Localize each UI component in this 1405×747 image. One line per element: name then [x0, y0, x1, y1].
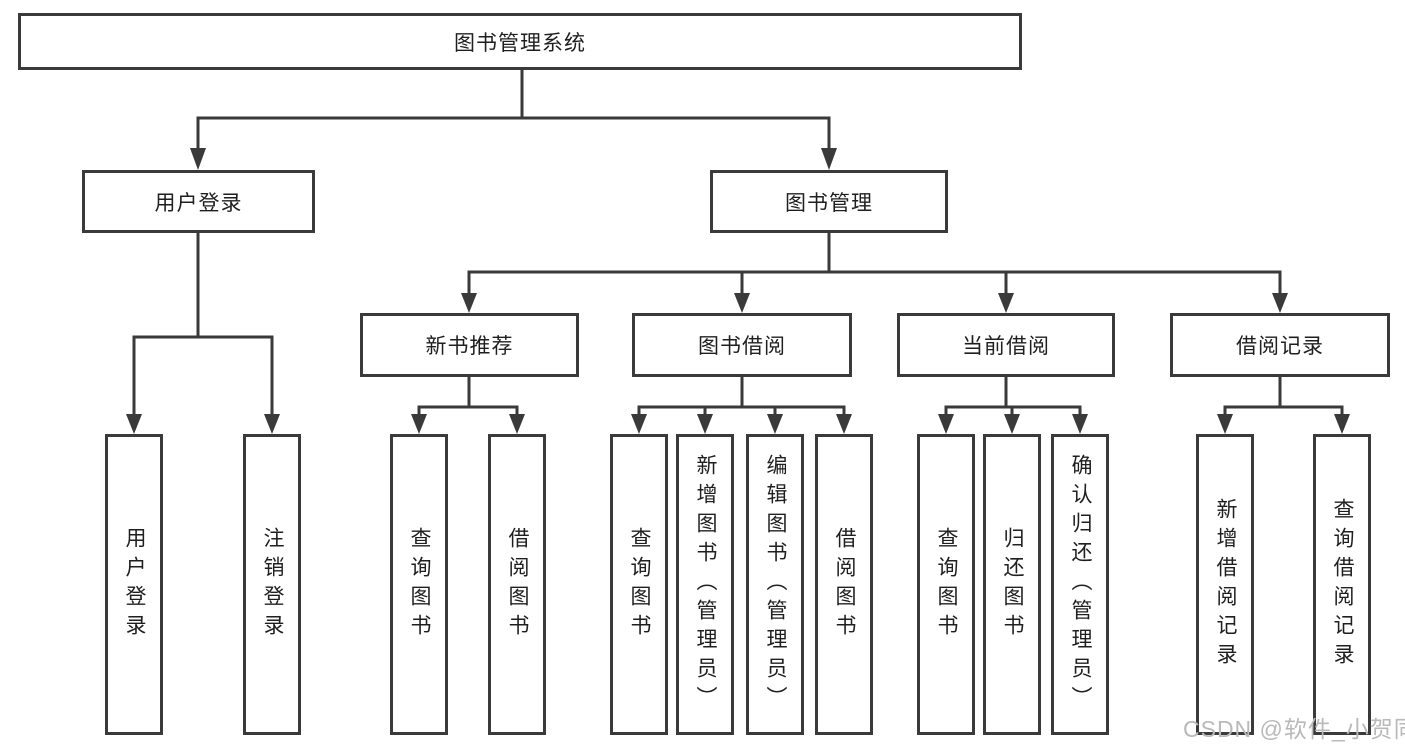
leaf-bb-add-books-admin: 新增图书（管理员） — [676, 434, 734, 735]
leaf-bb-add-books-admin-label: 新增图书（管理员） — [694, 454, 717, 715]
leaf-cb-return-books: 归还图书 — [983, 434, 1041, 735]
leaf-bb-query-books: 查询图书 — [610, 434, 668, 735]
node-book-borrow-label: 图书借阅 — [698, 335, 786, 358]
leaf-br-query-record: 查询借阅记录 — [1313, 434, 1371, 735]
leaf-logout-label: 注销登录 — [261, 526, 284, 643]
leaf-nb-borrow-books-label: 借阅图书 — [506, 526, 529, 643]
node-root: 图书管理系统 — [18, 13, 1022, 70]
leaf-bb-borrow-books-label: 借阅图书 — [833, 526, 856, 643]
connector-borrow-records — [1217, 377, 1350, 434]
leaf-cb-confirm-return-admin: 确认归还（管理员） — [1051, 434, 1109, 735]
connector-book-borrow — [631, 377, 852, 434]
node-book-management: 图书管理 — [710, 170, 948, 233]
node-current-borrow: 当前借阅 — [897, 313, 1115, 377]
csdn-watermark: CSDN @软件_小贺同学 — [1183, 716, 1405, 742]
leaf-cb-query-books: 查询图书 — [917, 434, 975, 735]
leaf-cb-return-books-label: 归还图书 — [1001, 526, 1024, 643]
node-borrow-records-label: 借阅记录 — [1236, 335, 1324, 358]
node-book-management-label: 图书管理 — [785, 191, 873, 215]
node-new-book-recommend-label: 新书推荐 — [425, 335, 514, 358]
leaf-nb-borrow-books: 借阅图书 — [488, 434, 546, 735]
leaf-logout: 注销登录 — [243, 434, 301, 735]
leaf-br-query-record-label: 查询借阅记录 — [1331, 497, 1354, 672]
node-book-borrow: 图书借阅 — [632, 313, 852, 377]
node-root-label: 图书管理系统 — [454, 31, 586, 55]
leaf-nb-query-books: 查询图书 — [390, 434, 448, 735]
node-current-borrow-label: 当前借阅 — [962, 335, 1050, 358]
connector-new-book-recommend — [411, 377, 525, 434]
node-borrow-records: 借阅记录 — [1170, 313, 1390, 377]
leaf-br-add-record-label: 新增借阅记录 — [1214, 497, 1237, 672]
node-user-login-label: 用户登录 — [154, 191, 243, 215]
node-user-login: 用户登录 — [82, 170, 315, 233]
leaf-user-login: 用户登录 — [105, 434, 163, 735]
leaf-bb-edit-books-admin: 编辑图书（管理员） — [746, 434, 804, 735]
leaf-user-login-label: 用户登录 — [123, 526, 146, 643]
leaf-bb-borrow-books: 借阅图书 — [815, 434, 873, 735]
connector-book-management — [461, 233, 1288, 313]
leaf-cb-query-books-label: 查询图书 — [935, 526, 958, 643]
connector-user-login — [126, 233, 280, 434]
connector-root — [190, 70, 837, 170]
connector-current-borrow — [938, 377, 1088, 434]
leaf-bb-query-books-label: 查询图书 — [628, 526, 651, 643]
node-new-book-recommend: 新书推荐 — [360, 313, 579, 377]
leaf-nb-query-books-label: 查询图书 — [408, 526, 431, 643]
leaf-cb-confirm-return-admin-label: 确认归还（管理员） — [1069, 454, 1092, 715]
leaf-br-add-record: 新增借阅记录 — [1196, 434, 1254, 735]
leaf-bb-edit-books-admin-label: 编辑图书（管理员） — [764, 454, 787, 715]
